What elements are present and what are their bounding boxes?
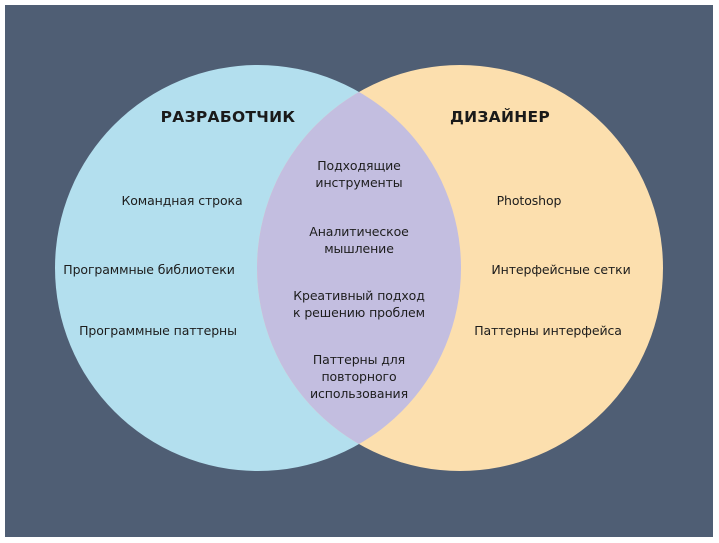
overlap-item-analytical-thinking: Аналитическое мышление <box>309 223 409 257</box>
developer-item-libraries: Программные библиотеки <box>63 262 235 277</box>
developer-item-patterns: Программные паттерны <box>79 323 237 338</box>
designer-item-ui-patterns: Паттерны интерфейса <box>474 323 622 338</box>
overlap-item-creative-line1: Креативный подход <box>293 288 425 303</box>
designer-title: ДИЗАЙНЕР <box>449 108 551 126</box>
developer-item-command-line: Командная строка <box>121 193 243 208</box>
overlap-item-reuse-line1: Паттерны для <box>312 352 406 367</box>
overlap-item-reuse-line3: использования <box>309 386 409 401</box>
overlap-item-reuse-line2: повторного <box>321 369 397 384</box>
overlap-item-tools-line1: Подходящие <box>317 158 401 173</box>
overlap-item-creative-line2: к решению проблем <box>293 305 425 320</box>
designer-item-photoshop: Photoshop <box>496 193 562 208</box>
designer-item-grids: Интерфейсные сетки <box>491 262 631 277</box>
overlap-item-analytical-line2: мышление <box>324 241 394 256</box>
overlap-item-reuse-patterns: Паттерны для повторного использования <box>310 351 408 402</box>
overlap-item-tools: Подходящие инструменты <box>315 157 402 191</box>
overlap-item-tools-line2: инструменты <box>315 175 403 190</box>
overlap-item-analytical-line1: Аналитическое <box>309 224 409 239</box>
overlap-region <box>257 65 461 471</box>
overlap-item-creative-approach: Креативный подход к решению проблем <box>293 287 425 321</box>
developer-title: РАЗРАБОТЧИК <box>160 108 296 126</box>
